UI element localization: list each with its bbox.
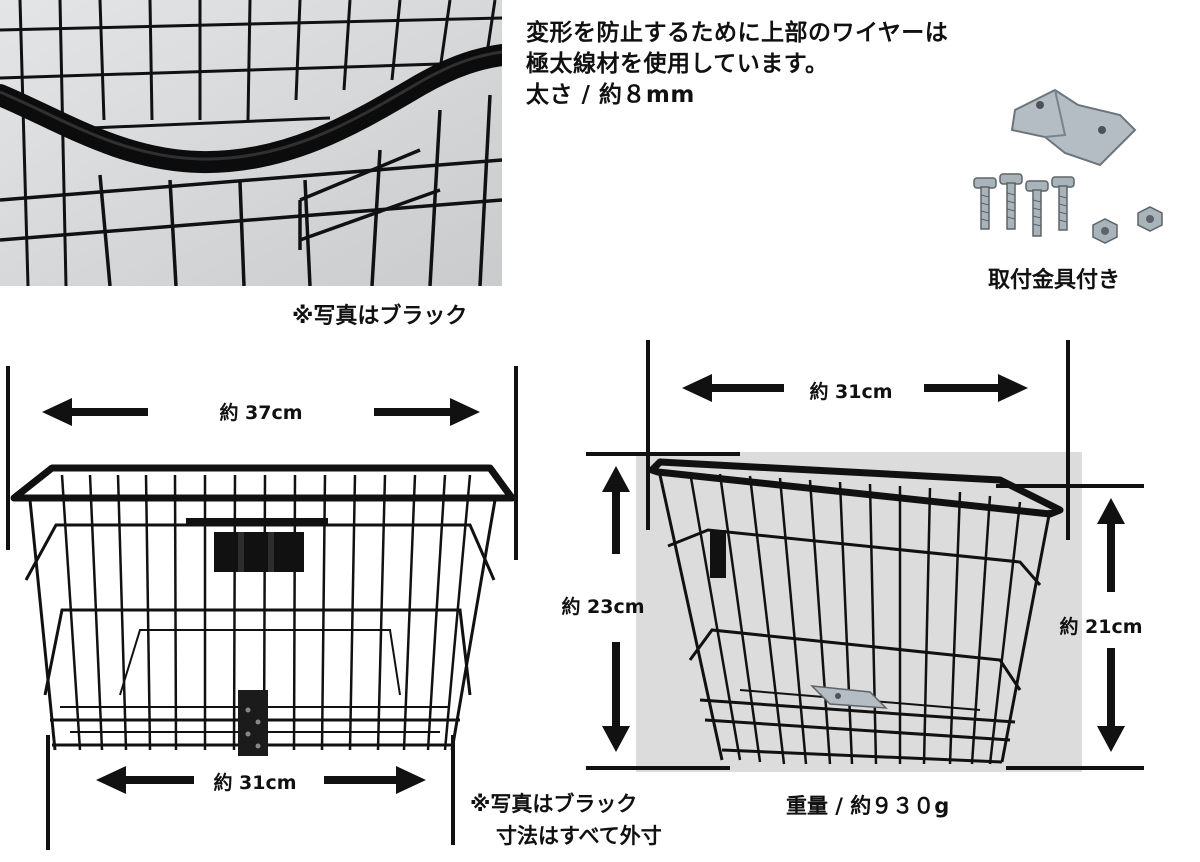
bolts-icon [973, 173, 1075, 237]
closeup-photo [0, 0, 502, 286]
side-left-arrows [602, 466, 630, 752]
front-top-arrows [42, 398, 480, 426]
mounting-hardware-photo [960, 75, 1165, 255]
front-mount-plate [186, 518, 328, 756]
front-bottom-width-label: 約 31cm [213, 772, 297, 794]
bracket-icon [1010, 88, 1137, 167]
front-bottom-arrows [96, 766, 426, 794]
side-view-diagram [586, 340, 1144, 770]
side-right-height-label: 約 21cm [1059, 616, 1143, 638]
note-line-2: 寸法はすべて外寸 [496, 824, 662, 848]
hardware-caption: 取付金具付き [988, 268, 1121, 293]
weight-label: 重量 / 約９３０g [786, 794, 950, 818]
description-line-1: 変形を防止するために上部のワイヤーは [526, 20, 949, 46]
description-line-3: 太さ / 約８mm [526, 82, 695, 108]
mounting-hardware-illustration [973, 88, 1163, 244]
side-mount-bracket [710, 530, 888, 709]
front-top-width-label: 約 37cm [219, 402, 303, 424]
side-top-depth-label: 約 31cm [809, 381, 893, 403]
description-line-2: 極太線材を使用しています。 [526, 51, 829, 77]
side-top-arrows [682, 374, 1028, 402]
wire-description: 変形を防止するために上部のワイヤーは 極太線材を使用しています。 太さ / 約８… [526, 18, 948, 111]
closeup-wire-illustration [0, 0, 502, 286]
side-right-arrows [1097, 498, 1125, 752]
note-line-1: ※写真はブラック [470, 792, 638, 816]
side-left-height-label: 約 23cm [561, 596, 645, 618]
closeup-caption: ※写真はブラック [292, 304, 468, 329]
front-view-diagram [6, 366, 518, 850]
side-basket [648, 458, 1064, 765]
nuts-icon [1092, 206, 1163, 244]
